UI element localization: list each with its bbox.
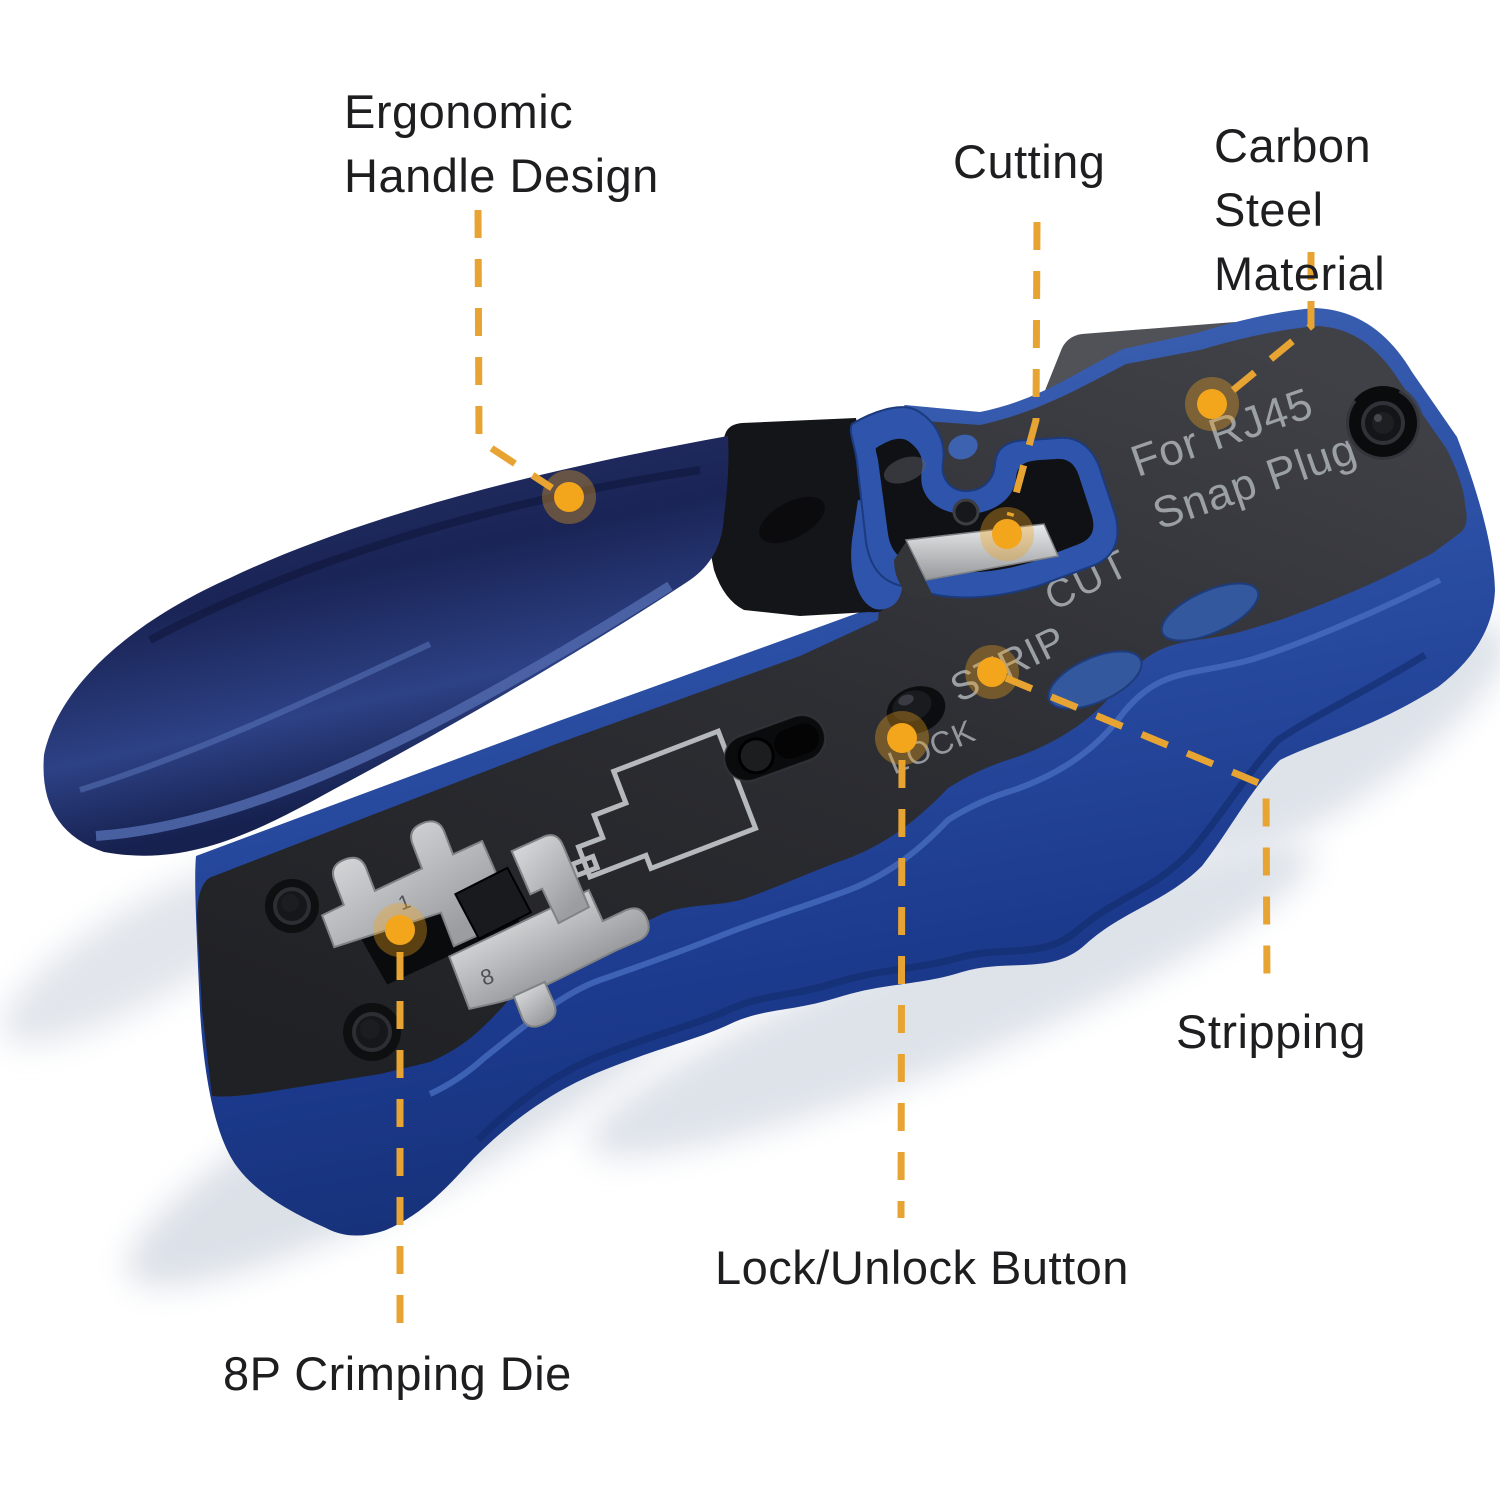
leader-lock	[897, 759, 906, 1219]
cut-oval-button	[1160, 582, 1260, 642]
hinge-notch	[759, 496, 825, 544]
die-upper-metal	[320, 820, 503, 949]
label-carbon: Carbon Steel Material	[1214, 114, 1500, 306]
marker-dots	[373, 377, 1239, 957]
handle-ridge-highlight	[95, 581, 673, 841]
label-handle-line1: Ergonomic	[344, 85, 574, 138]
plate-blue-dot	[948, 434, 978, 460]
leader-carbon	[1223, 252, 1315, 399]
die-right-metal	[510, 834, 591, 925]
label-die: 8P Crimping Die	[223, 1347, 572, 1400]
die-dark-block	[454, 866, 533, 941]
rear-screw	[1343, 386, 1424, 463]
toggle-slot	[723, 714, 826, 782]
blade-bolt	[952, 498, 980, 526]
strip-oval-button	[1047, 650, 1143, 710]
handle	[43, 436, 729, 856]
lock-button	[886, 686, 946, 734]
handle-top-shadow	[148, 466, 701, 644]
label-lock: Lock/Unlock Button	[715, 1241, 1129, 1294]
label-cutting: Cutting	[953, 135, 1106, 188]
label-handle: Ergonomic Handle Design	[344, 80, 659, 208]
rj45-jack-icon	[569, 727, 759, 881]
die-screw-lower	[343, 1003, 401, 1061]
hinge-lever	[700, 418, 886, 616]
body-highlight-ridge	[428, 577, 1442, 1097]
label-handle-line2: Handle Design	[344, 149, 659, 202]
label-stripping: Stripping	[1176, 1005, 1366, 1058]
crimping-die: 1 8	[320, 820, 650, 1028]
marker-lock	[875, 711, 929, 765]
handle-sheen	[79, 641, 432, 793]
leader-cutting	[1006, 221, 1041, 517]
marker-cutting	[980, 507, 1034, 561]
die-screw-upper	[265, 879, 319, 933]
label-carbon-line2: Steel Material	[1214, 183, 1386, 300]
marker-handle	[542, 470, 596, 524]
leader-stripping	[1004, 674, 1271, 989]
body-lower-shadow-line	[475, 652, 1427, 1143]
blade-shadow	[894, 542, 935, 600]
marker-stripping	[965, 645, 1019, 699]
leader-lines	[396, 209, 1315, 1332]
cavity-glint	[883, 456, 927, 484]
marker-carbon	[1185, 377, 1239, 431]
label-carbon-line1: Carbon	[1214, 119, 1372, 172]
marker-die	[373, 903, 427, 957]
die-lower-tab	[512, 980, 557, 1028]
leader-handle	[474, 209, 554, 491]
